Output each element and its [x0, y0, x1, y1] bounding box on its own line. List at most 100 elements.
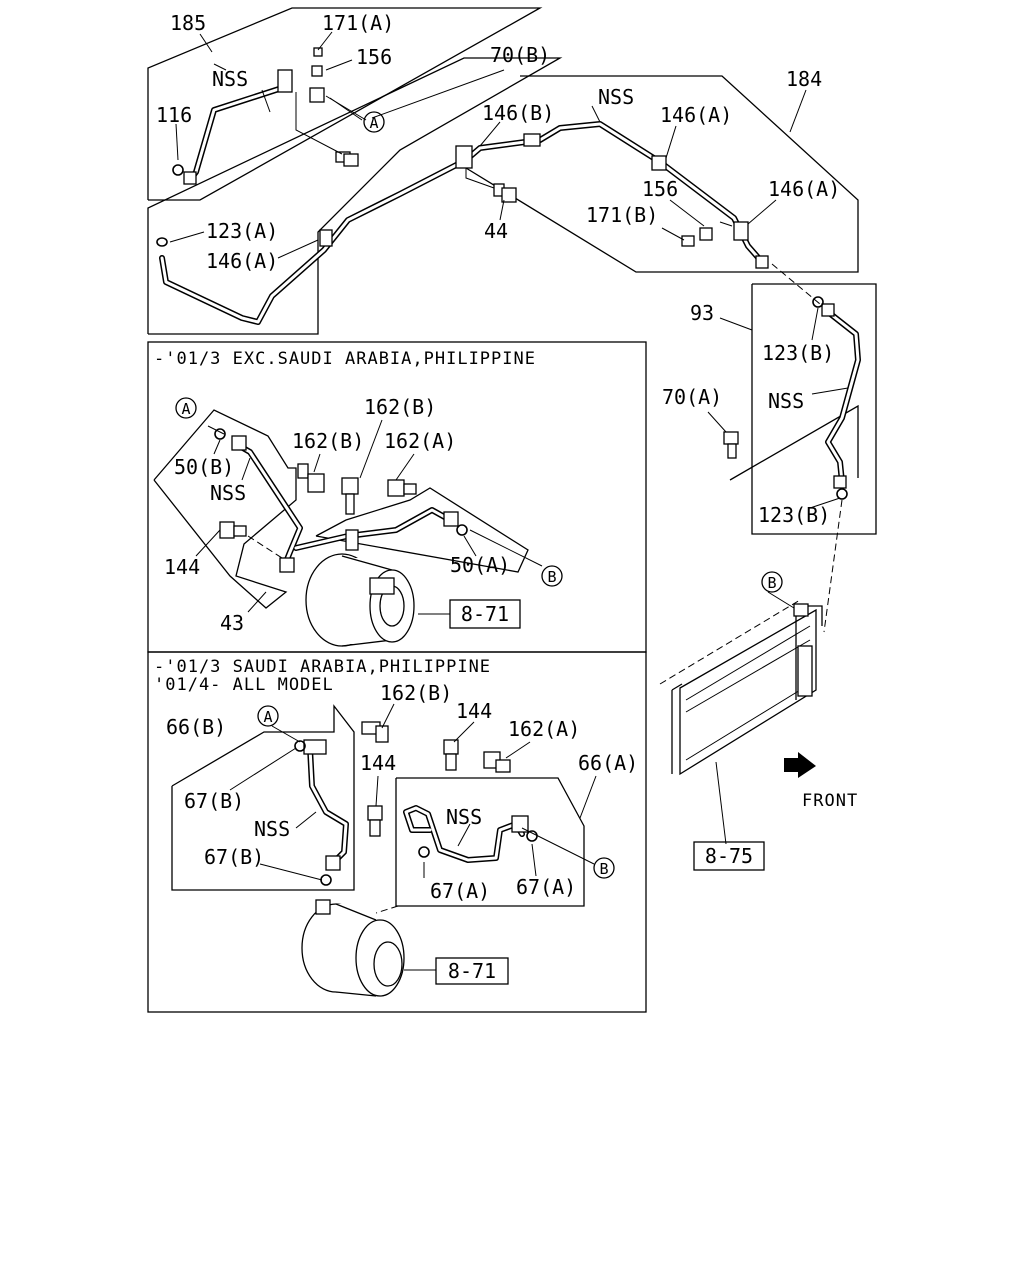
circle-mark-a-box2: A [257, 705, 279, 727]
callout-144-1: 144 [164, 555, 200, 579]
bolt-162b-box2 [361, 721, 389, 743]
pipe-43-fitting-b [443, 511, 459, 527]
svg-text:B: B [767, 574, 776, 592]
circle-mark-a-box1: A [175, 397, 197, 419]
pipe-146-long [156, 121, 769, 325]
callout-156-right: 156 [642, 177, 678, 201]
panel-header-box2-line2: '01/4- ALL MODEL [154, 675, 334, 695]
pipe-185-end-fitting [183, 171, 197, 185]
bolt-162b-a [297, 463, 325, 493]
callout-184: 184 [786, 67, 822, 91]
circle-mark-b-box2: B [593, 857, 615, 879]
callout-50b: 50(B) [174, 455, 234, 479]
valve-cap-top [313, 47, 323, 57]
callout-70b: 70(B) [490, 43, 550, 67]
bolt-144-box2-a [443, 739, 459, 771]
hose-66a-fitting [511, 815, 529, 833]
pipe-end-fitting-184 [755, 255, 769, 269]
callout-70a: 70(A) [662, 385, 722, 409]
o-ring-123b-upper [812, 296, 824, 308]
receiver-drier [797, 645, 813, 697]
callout-67b-2: 67(B) [204, 845, 264, 869]
ref-box-8-71-box1[interactable]: 8-71 [449, 599, 521, 629]
o-ring-67a-left [418, 846, 430, 858]
svg-text:8-75: 8-75 [705, 844, 753, 868]
callout-labels: 185 171(A) 156 70(B) 184 NSS 116 NSS 146… [156, 11, 857, 903]
svg-text:8-71: 8-71 [448, 959, 496, 983]
callout-144-2: 144 [456, 699, 492, 723]
callout-162a-1: 162(A) [384, 429, 456, 453]
circle-mark-b-box1: B [541, 565, 563, 587]
clip-146a-left [319, 229, 333, 247]
callout-144-3: 144 [360, 751, 396, 775]
service-valve-156 [309, 87, 325, 103]
callout-nss-box1: NSS [210, 481, 246, 505]
callout-146a-3: 146(A) [206, 249, 278, 273]
callout-156-top: 156 [356, 45, 392, 69]
hose-66b-bottom-fitting [325, 855, 341, 871]
panel-header-box1: -'01/3 EXC.SAUDI ARABIA,PHILIPPINE [154, 349, 536, 369]
o-ring-116 [172, 164, 184, 176]
callout-nss-mid-right: NSS [768, 389, 804, 413]
pipe-43-compressor-fitting [279, 557, 295, 573]
assembly-185-outline [147, 7, 543, 201]
compressor-box1 [305, 553, 415, 647]
o-ring-50b [214, 428, 226, 440]
callout-66a: 66(A) [578, 751, 638, 775]
assembly-93-outline [729, 283, 877, 535]
o-ring-123a [156, 237, 168, 247]
svg-text:8-71: 8-71 [461, 602, 509, 626]
bolt-162b-b [341, 477, 359, 515]
panel-saudi-philippine-all-model [147, 651, 647, 1013]
pipe-43 [214, 428, 468, 573]
assembly-43-outline [153, 409, 529, 609]
bolt-144-box1 [219, 521, 247, 539]
ref-box-8-75[interactable]: 8-75 [693, 841, 765, 871]
bolt-162a-box2 [483, 751, 511, 773]
o-ring-67b-lower [320, 874, 332, 886]
callout-185: 185 [170, 11, 206, 35]
callout-67a-1: 67(A) [430, 879, 490, 903]
front-arrow-icon [784, 752, 816, 778]
o-ring-123b-lower [836, 488, 848, 500]
circle-mark-a-top: A [363, 111, 385, 133]
o-ring-67b-upper [294, 740, 306, 752]
assembly-66a-outline [395, 777, 585, 907]
pipe-185 [172, 47, 325, 185]
assembly-184-outline [465, 75, 859, 273]
o-ring-50a [456, 524, 468, 536]
callout-123a: 123(A) [206, 219, 278, 243]
hose-66b [294, 739, 349, 886]
svg-text:A: A [263, 708, 272, 726]
callout-146b: 146(B) [482, 101, 554, 125]
clip-146a-upper [651, 155, 667, 171]
condenser-inlet-fitting [793, 603, 809, 617]
circle-mark-b-condenser: B [761, 571, 783, 593]
bolt-44 [493, 183, 517, 203]
pipe-93-bottom-fitting [833, 475, 847, 489]
ref-box-8-71-box2[interactable]: 8-71 [435, 957, 509, 985]
callout-93: 93 [690, 301, 714, 325]
callout-171b: 171(B) [586, 203, 658, 227]
clip-146b [455, 145, 473, 169]
svg-text:A: A [181, 400, 190, 418]
callout-67b-1: 67(B) [184, 789, 244, 813]
callout-162a-2: 162(A) [508, 717, 580, 741]
callout-162b-1: 162(B) [364, 395, 436, 419]
leader-lines [169, 31, 849, 881]
bolt-144-box2-b [367, 805, 383, 837]
bolt-70a [723, 431, 739, 459]
callout-123b-1: 123(B) [762, 341, 834, 365]
callout-162b-2: 162(B) [292, 429, 364, 453]
callout-44: 44 [484, 219, 508, 243]
svg-text:B: B [599, 860, 608, 878]
bolt-162a [387, 479, 417, 497]
pipe-43-fitting-a [231, 435, 247, 451]
callout-171a: 171(A) [322, 11, 394, 35]
bolt-70b [335, 151, 359, 167]
callout-116: 116 [156, 103, 192, 127]
joint-nss-top [523, 133, 541, 147]
callout-nss-top-left: NSS [212, 67, 248, 91]
assembly-lower-left-outline [147, 57, 563, 335]
